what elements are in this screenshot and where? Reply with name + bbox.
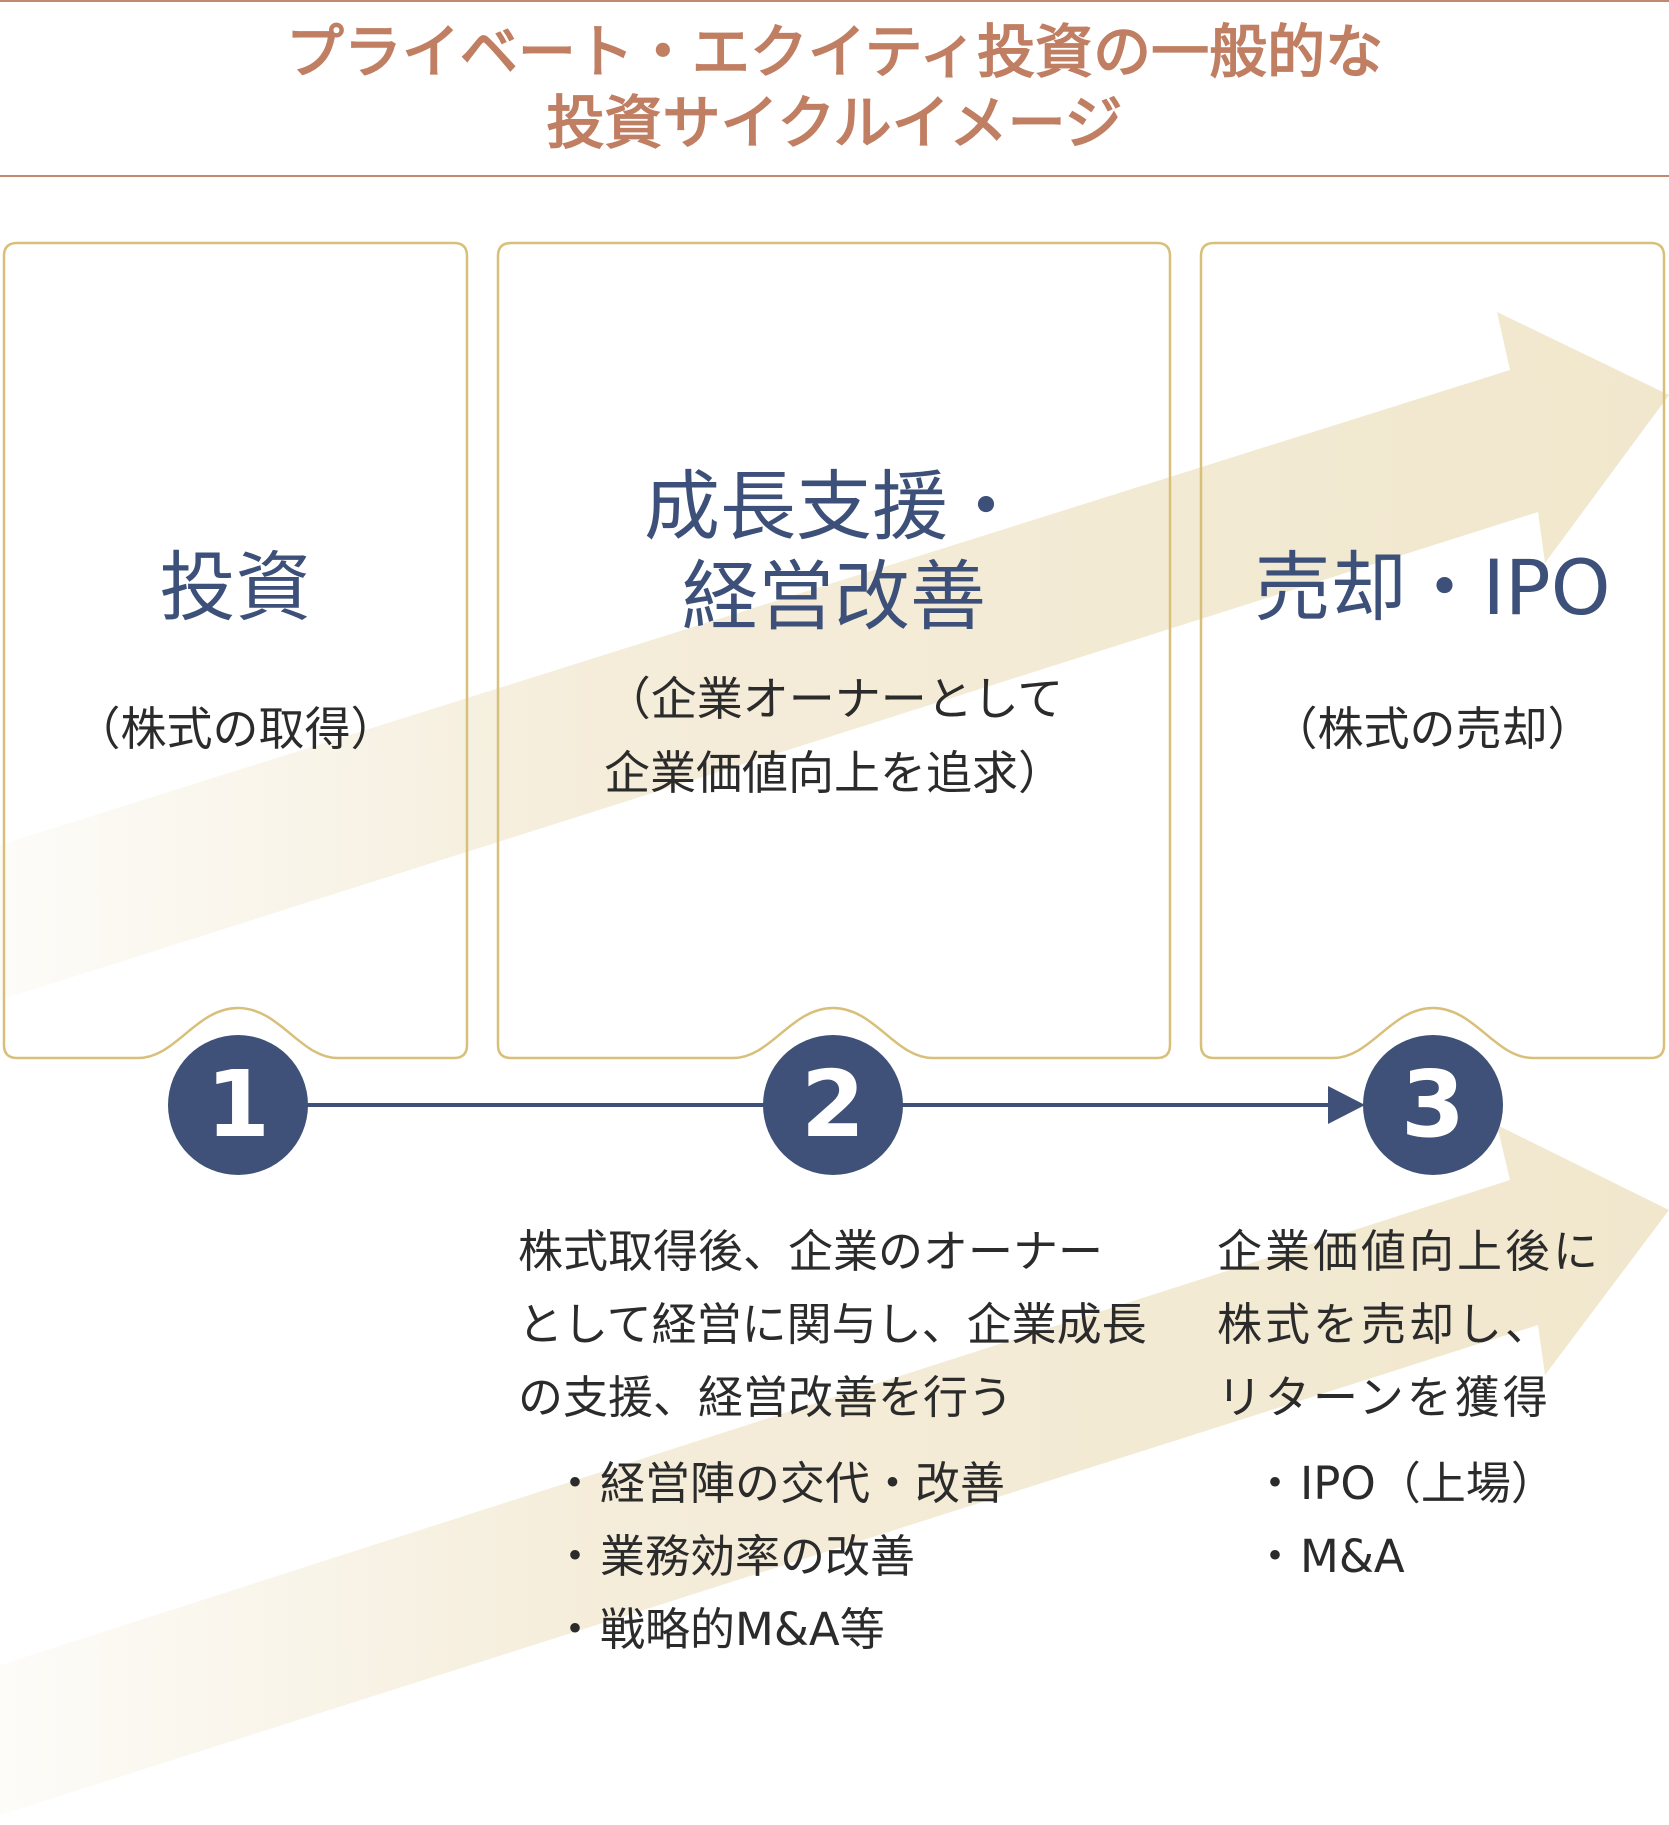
- bullet-dot: ・: [552, 1457, 598, 1510]
- stage-3-frame: [1199, 241, 1666, 1060]
- stage-3-subtitle: （株式の売却）: [1201, 692, 1664, 766]
- stage-3-bullet-list: ・IPO（上場） ・M&A: [1250, 1447, 1556, 1593]
- stage-3-description-line2: 株式を売却し、: [1217, 1298, 1554, 1351]
- stage-3-description-line3: リターンを獲得: [1217, 1371, 1551, 1424]
- diagram-title-line2: 投資サイクルイメージ: [546, 89, 1123, 157]
- stage-2-description-line3: の支援、経営改善を行う: [518, 1371, 1014, 1424]
- lower-arrow: [0, 1125, 1669, 1815]
- stage-2-heading: 成長支援・ 経営改善: [498, 462, 1170, 642]
- step-3-badge: 3: [1363, 1035, 1503, 1175]
- diagram-title-line1: プライベート・エクイティ投資の一般的な: [285, 18, 1384, 86]
- stage-1-heading: 投資: [4, 543, 467, 633]
- stage-3-heading-line1: 売却・IPO: [1254, 543, 1611, 632]
- timeline-arrowhead: [1328, 1086, 1365, 1124]
- upper-arrow: [0, 312, 1669, 1000]
- step-2-badge: 2: [763, 1035, 903, 1175]
- stage-3-heading: 売却・IPO: [1201, 543, 1664, 633]
- bullet-text: M&A: [1300, 1530, 1405, 1583]
- bullet-text: 経営陣の交代・改善: [600, 1457, 1006, 1510]
- list-item: ・M&A: [1250, 1520, 1556, 1593]
- stage-2-bullet-list: ・経営陣の交代・改善 ・業務効率の改善 ・戦略的M&A等: [550, 1447, 1005, 1666]
- bullet-text: 戦略的M&A等: [600, 1603, 885, 1656]
- stage-1-frame: [2, 241, 469, 1060]
- title-bottom-rule: [0, 175, 1669, 177]
- stage-2-heading-line1: 成長支援・: [644, 462, 1024, 551]
- stage-1-subtitle-line1: （株式の取得）: [74, 702, 397, 756]
- stage-3-subtitle-line1: （株式の売却）: [1271, 702, 1594, 756]
- top-rule: [0, 0, 1669, 2]
- stage-1-subtitle: （株式の取得）: [4, 692, 467, 766]
- stage-2-subtitle: （企業オーナーとして 企業価値向上を追求）: [498, 662, 1170, 810]
- list-item: ・IPO（上場）: [1250, 1447, 1556, 1520]
- stage-2-heading-line2: 経営改善: [682, 552, 986, 641]
- list-item: ・戦略的M&A等: [550, 1593, 1005, 1666]
- stage-2-frame: [496, 241, 1172, 1060]
- bullet-text: 業務効率の改善: [600, 1530, 916, 1583]
- stage-1-heading-line1: 投資: [159, 543, 312, 632]
- stage-2-description: 株式取得後、企業のオーナー として経営に関与し、企業成長 の支援、経営改善を行う: [518, 1215, 1147, 1434]
- bullet-text: IPO（上場）: [1300, 1457, 1556, 1510]
- stage-2-description-line2: として経営に関与し、企業成長: [518, 1298, 1147, 1351]
- stage-3-description: 企業価値向上後に 株式を売却し、 リターンを獲得: [1217, 1215, 1601, 1434]
- stage-2-description-line1: 株式取得後、企業のオーナー: [518, 1225, 1104, 1278]
- bullet-dot: ・: [552, 1530, 598, 1583]
- bullet-dot: ・: [552, 1603, 598, 1656]
- stage-3-description-line1: 企業価値向上後に: [1217, 1225, 1602, 1278]
- bullet-dot: ・: [1252, 1457, 1298, 1510]
- stage-2-subtitle-line1: （企業オーナーとして: [604, 672, 1064, 726]
- bullet-dot: ・: [1252, 1530, 1298, 1583]
- list-item: ・経営陣の交代・改善: [550, 1447, 1005, 1520]
- stage-2-subtitle-line2: 企業価値向上を追求）: [604, 746, 1064, 800]
- step-1-badge: 1: [168, 1035, 308, 1175]
- list-item: ・業務効率の改善: [550, 1520, 1005, 1593]
